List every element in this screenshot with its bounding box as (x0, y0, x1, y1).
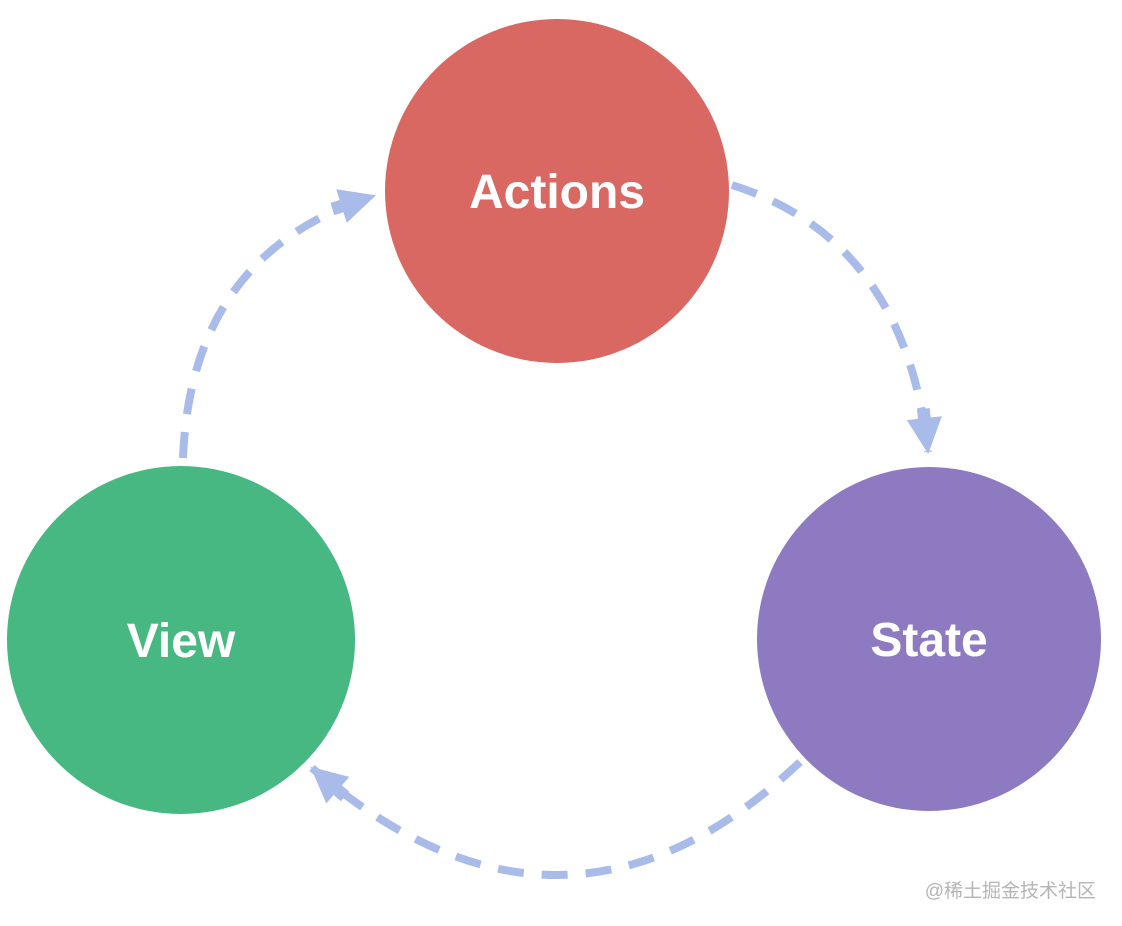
node-view: View (7, 466, 355, 814)
actions-node-circle (385, 19, 729, 363)
edge-view-to-actions-arrow (179, 189, 376, 459)
state-node-label: State (870, 614, 987, 667)
node-actions: Actions (385, 19, 729, 363)
state-node-circle (757, 467, 1101, 811)
actions-node-label: Actions (469, 166, 645, 219)
edge-actions-to-state-arrow (730, 181, 942, 454)
edge-state-to-view-arrow (309, 759, 803, 879)
watermark-text: @稀土掘金技术社区 (925, 880, 1096, 902)
view-node-label: View (127, 615, 236, 668)
node-state: State (757, 467, 1101, 811)
view-node-circle (7, 466, 355, 814)
